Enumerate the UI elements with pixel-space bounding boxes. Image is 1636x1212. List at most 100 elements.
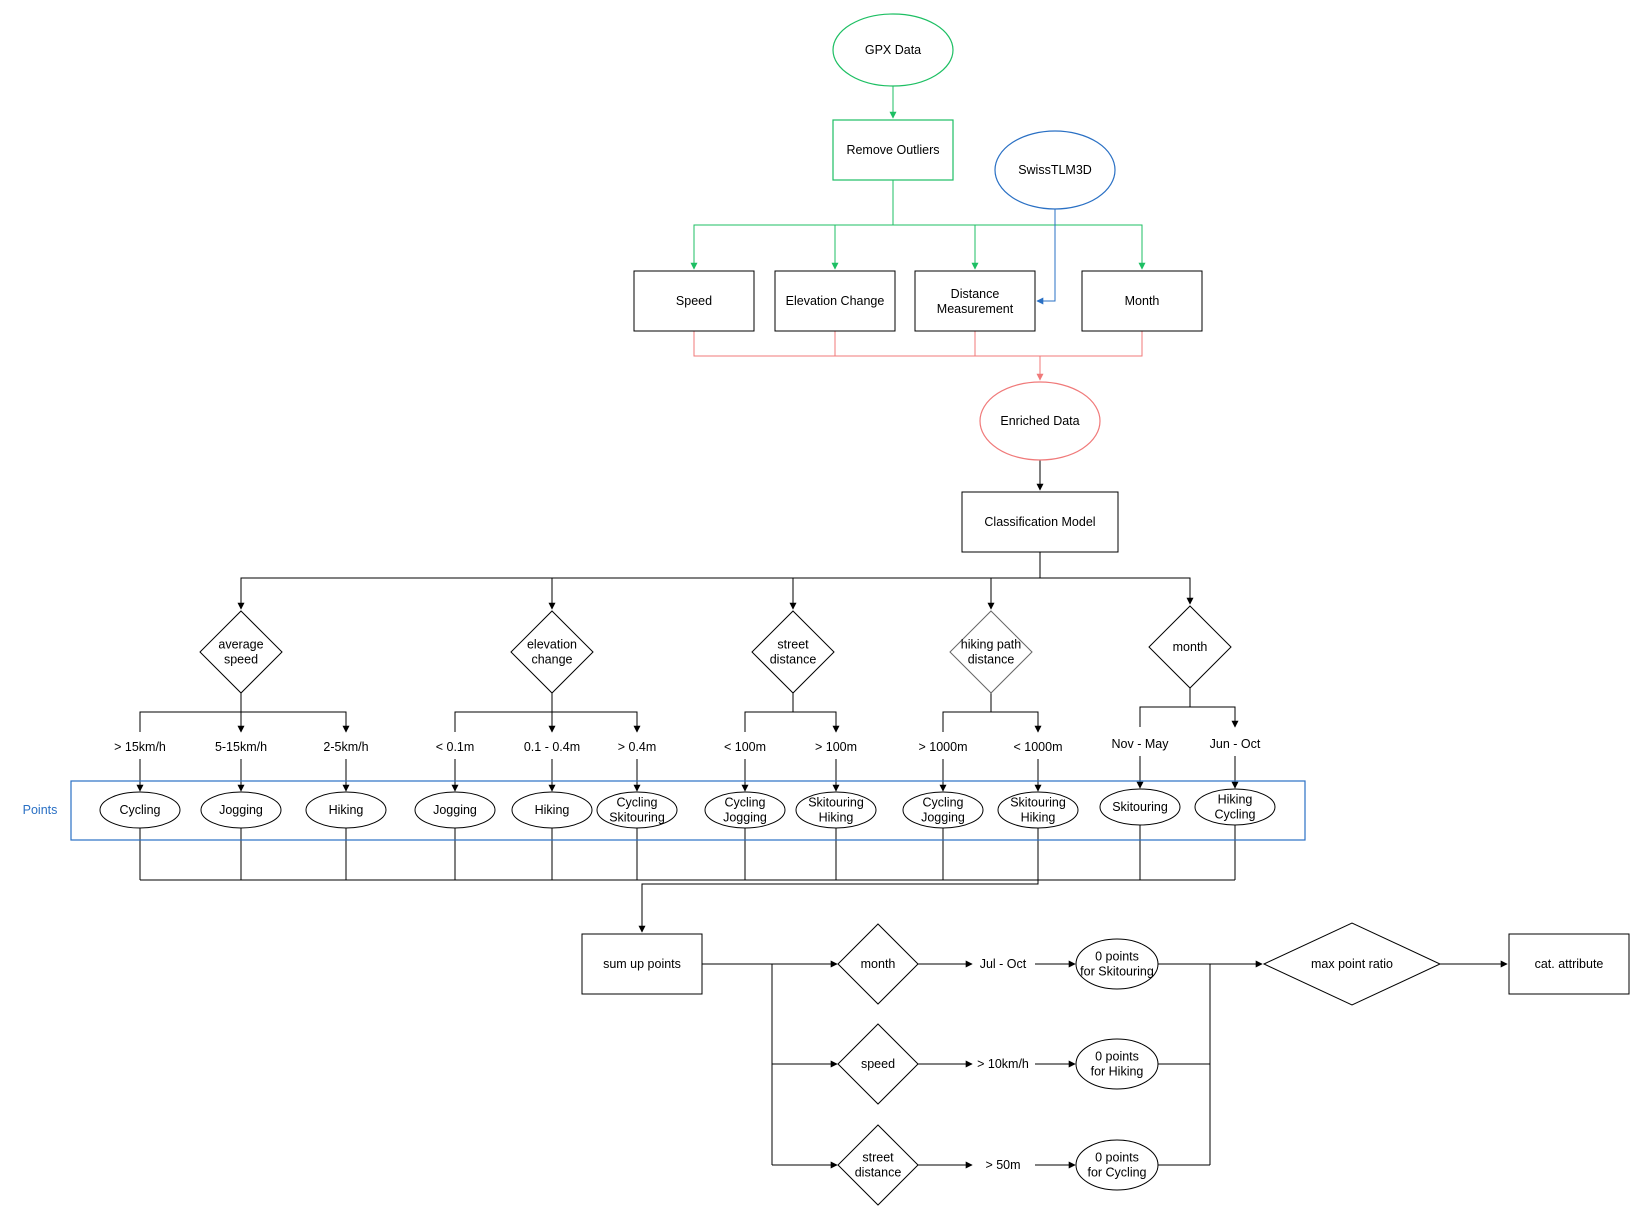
filter-name: speed xyxy=(861,1057,895,1071)
month-label: Month xyxy=(1125,294,1160,308)
enriched-data-node: Enriched Data xyxy=(979,381,1101,461)
filter-result-ellipse xyxy=(1075,1038,1159,1090)
connectors xyxy=(136,86,1508,1169)
points-ellipse xyxy=(414,791,496,829)
points-label-line-2: Jogging xyxy=(921,811,965,825)
points-ellipse xyxy=(997,791,1079,829)
filter-decision-diamond xyxy=(837,1023,919,1105)
filter-name-line-1: street xyxy=(862,1151,894,1165)
points-ellipse xyxy=(305,791,387,829)
filter-result-line-2: for Hiking xyxy=(1091,1065,1144,1079)
filter-condition: > 10km/h xyxy=(977,1057,1029,1071)
branch-condition: > 100m xyxy=(815,740,857,754)
branch-condition: > 15km/h xyxy=(114,740,166,754)
points-ellipse xyxy=(1194,788,1276,826)
branch-condition: < 100m xyxy=(724,740,766,754)
filter-result-line-2: for Skitouring xyxy=(1080,965,1154,979)
speed-node: Speed xyxy=(633,270,755,332)
points-ellipse xyxy=(511,791,593,829)
speed-label: Speed xyxy=(676,294,712,308)
points-label: Jogging xyxy=(219,803,263,817)
edge-criterion-branches xyxy=(744,711,840,733)
month-node: Month xyxy=(1081,270,1203,332)
filter-condition: Jul - Oct xyxy=(980,957,1027,971)
criterion-decision-diamond xyxy=(510,610,594,694)
criterion-name-line-2: speed xyxy=(224,653,258,667)
swisstlm3d-node: SwissTLM3D xyxy=(994,130,1116,210)
criterion-name-line-2: distance xyxy=(968,653,1015,667)
filter-result-line-1: 0 points xyxy=(1095,1050,1139,1064)
points-group-label: Points xyxy=(23,803,58,817)
criterion-name-line-2: distance xyxy=(770,653,817,667)
points-ellipse xyxy=(902,791,984,829)
criterion-name-line-1: average xyxy=(218,638,263,652)
criterion-name-line-2: change xyxy=(531,653,572,667)
gpx-data-node: GPX Data xyxy=(832,13,954,87)
criterion-decision-diamond xyxy=(199,610,283,694)
points-label-line-2: Skitouring xyxy=(609,811,665,825)
branch-condition: 2-5km/h xyxy=(323,740,368,754)
branch-condition: Jun - Oct xyxy=(1210,737,1261,751)
points-ellipse xyxy=(704,791,786,829)
points-ellipse xyxy=(596,791,678,829)
sum-up-points-node: sum up points xyxy=(581,933,703,995)
edge-criterion-branches xyxy=(139,711,350,733)
criterion-name-line-1: elevation xyxy=(527,638,577,652)
enriched-data-label: Enriched Data xyxy=(1000,414,1079,428)
edge-collector-to-sum xyxy=(638,880,1039,933)
branch-condition: 0.1 - 0.4m xyxy=(524,740,580,754)
branch-condition: < 1000m xyxy=(1014,740,1063,754)
sum-up-points-label: sum up points xyxy=(603,957,681,971)
criterion-decision-diamond xyxy=(1148,605,1232,689)
filter-result-line-1: 0 points xyxy=(1095,1151,1139,1165)
filter-result-line-2: for Cycling xyxy=(1087,1166,1146,1180)
points-group: Points xyxy=(23,780,1306,841)
points-ellipse xyxy=(795,791,877,829)
classification-model-label: Classification Model xyxy=(984,515,1095,529)
max-point-ratio-label: max point ratio xyxy=(1311,957,1393,971)
points-ellipse xyxy=(1099,788,1181,826)
points-label: Skitouring xyxy=(1112,800,1168,814)
points-label-line-2: Jogging xyxy=(723,811,767,825)
max-point-ratio-node: max point ratio xyxy=(1262,922,1442,1006)
filter-condition: > 50m xyxy=(985,1158,1020,1172)
filter-result-line-1: 0 points xyxy=(1095,950,1139,964)
filter-decision-diamond xyxy=(837,1124,919,1206)
distance-measurement-label-2: Measurement xyxy=(937,302,1014,316)
elevation-change-label: Elevation Change xyxy=(786,294,885,308)
branch-condition: > 0.4m xyxy=(618,740,657,754)
filter-name-line-2: distance xyxy=(855,1166,902,1180)
edge-to-speed xyxy=(690,180,894,270)
remove-outliers-label: Remove Outliers xyxy=(846,143,939,157)
filter-result-ellipse xyxy=(1075,938,1159,990)
points-ellipse xyxy=(99,791,181,829)
points-label-line-2: Hiking xyxy=(1021,811,1056,825)
criterion-name-line-1: street xyxy=(777,638,809,652)
filter-decision-diamond xyxy=(837,923,919,1005)
gpx-data-label: GPX Data xyxy=(865,43,921,57)
edge-features-bus xyxy=(693,331,1143,357)
branch-condition: > 1000m xyxy=(919,740,968,754)
points-label-line-2: Cycling xyxy=(1215,808,1256,822)
points-label: Jogging xyxy=(433,803,477,817)
cat-attribute-node: cat. attribute xyxy=(1508,933,1630,995)
points-label-line-1: Cycling xyxy=(617,796,658,810)
swisstlm3d-label: SwissTLM3D xyxy=(1018,163,1092,177)
points-label-line-1: Cycling xyxy=(923,796,964,810)
edge-to-month xyxy=(893,224,1146,270)
distance-measurement-label-1: Distance xyxy=(951,287,1000,301)
branch-condition: < 0.1m xyxy=(436,740,475,754)
points-label: Hiking xyxy=(535,803,570,817)
points-label-line-1: Skitouring xyxy=(1010,796,1066,810)
points-label-line-1: Hiking xyxy=(1218,793,1253,807)
criterion-name: month xyxy=(1173,640,1208,654)
